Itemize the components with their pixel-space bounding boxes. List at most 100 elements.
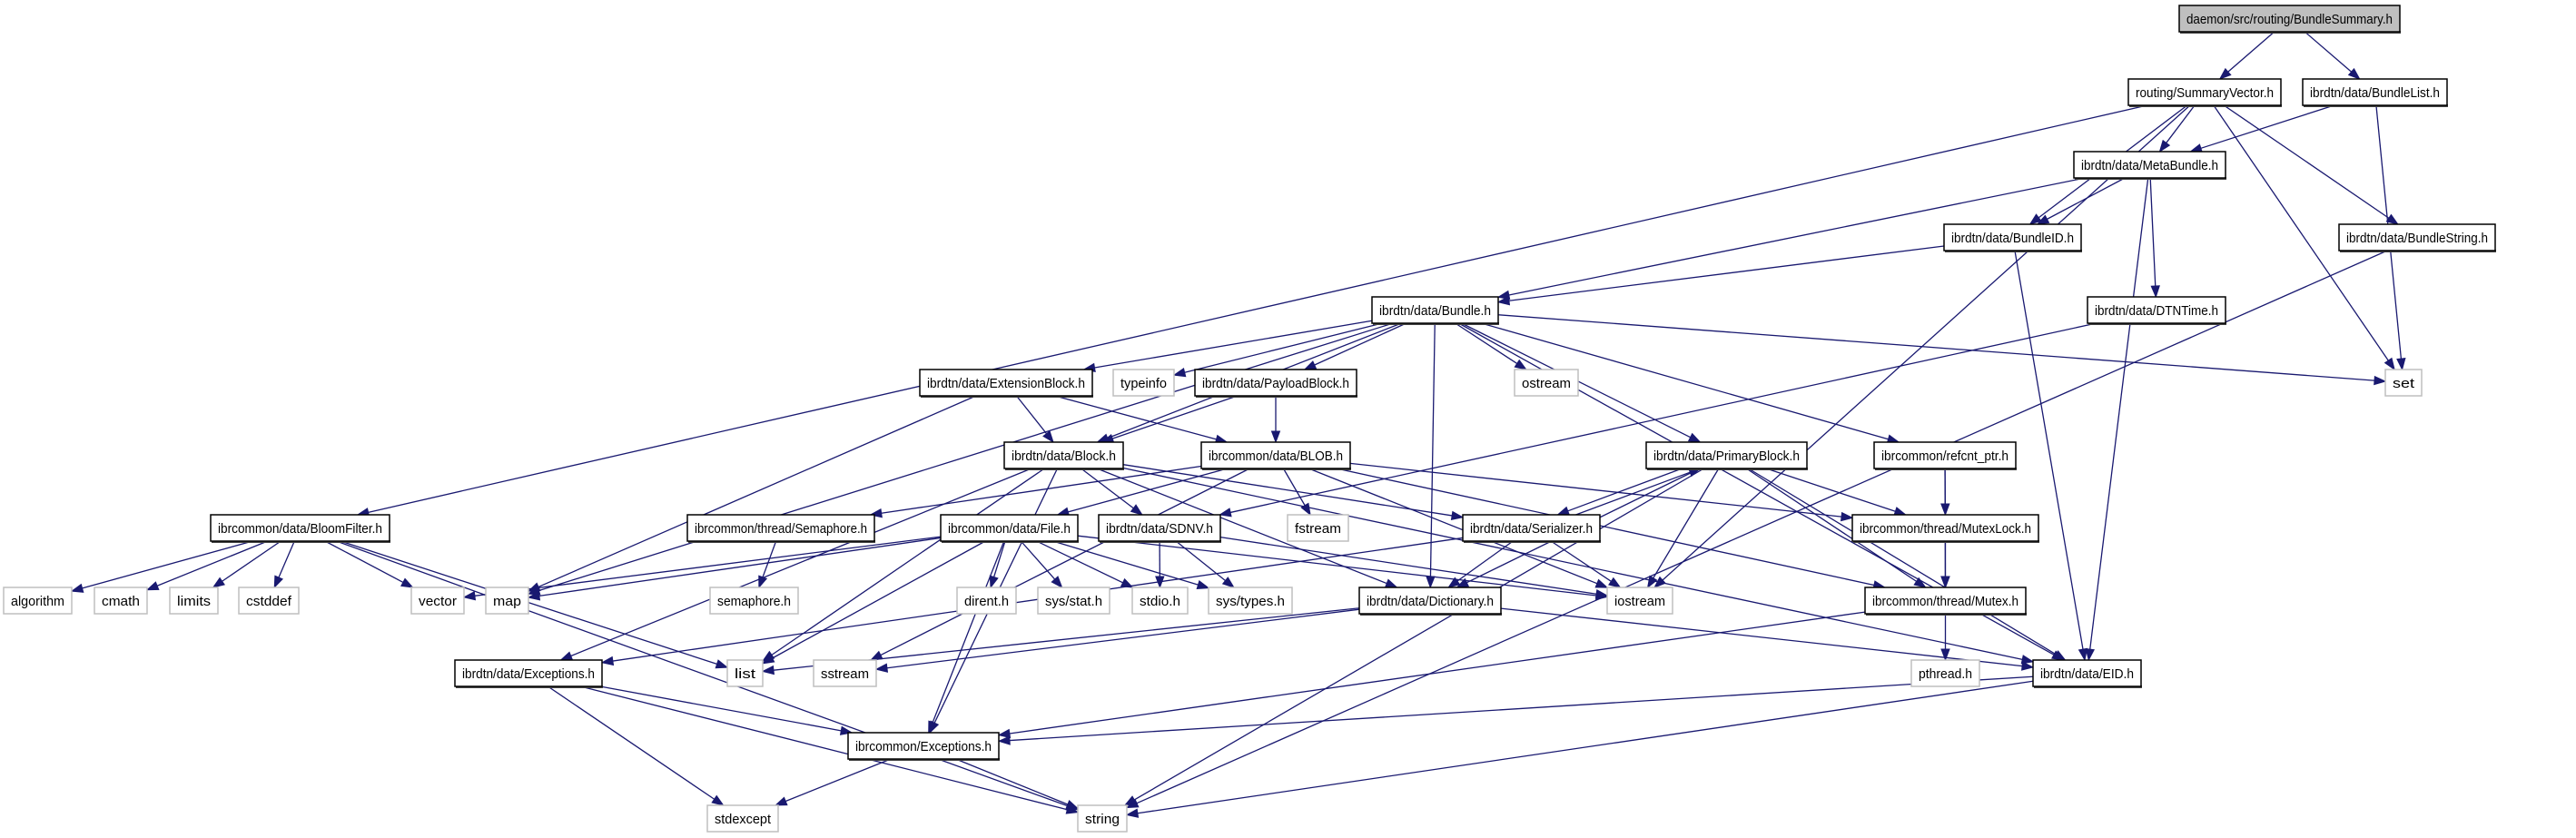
node-set: set [2384, 369, 2423, 397]
arrowhead-icon [400, 577, 414, 588]
edge-line [1219, 536, 1597, 595]
node-ibrcommon-thread-mutexlock-h[interactable]: ibrcommon/thread/MutexLock.h [1851, 514, 2039, 543]
edge-line [1009, 675, 2034, 742]
node-box [956, 587, 1017, 615]
node-ibrcommon-thread-mutex-h[interactable]: ibrcommon/thread/Mutex.h [1864, 587, 2027, 616]
node-daemon-src-routing-bundlesummary-h[interactable]: daemon/src/routing/BundleSummary.h [2178, 5, 2401, 34]
node-ibrcommon-data-bloomfilter-h[interactable]: ibrcommon/data/BloomFilter.h [210, 514, 390, 543]
node-box [2302, 78, 2448, 106]
edge-file-to-systypes [1052, 540, 1210, 590]
edge-file-to-sysstat [1020, 540, 1063, 589]
node-ibrdtn-data-exceptions-h[interactable]: ibrdtn/data/Exceptions.h [454, 659, 603, 688]
edge-line [1336, 468, 1875, 587]
arrowhead-icon [997, 728, 1012, 739]
edge-line [1111, 395, 1238, 439]
arrowhead-icon [1384, 578, 1398, 588]
node-cmath: cmath [94, 587, 148, 615]
node-ibrcommon-data-file-h[interactable]: ibrcommon/data/File.h [940, 514, 1079, 543]
arrowhead-icon [1940, 576, 1950, 589]
node-box [169, 587, 219, 615]
edge-line [762, 540, 777, 577]
arrowhead-icon [1065, 799, 1080, 810]
node-box [1864, 587, 2027, 615]
node-typeinfo: typeinfo [1112, 369, 1175, 397]
edge-ext-to-map [527, 395, 977, 592]
node-limits: limits [169, 587, 219, 615]
node-label: ibrcommon/thread/Mutex.h [1872, 594, 2018, 609]
node-ibrdtn-data-dtntime-h[interactable]: ibrdtn/data/DTNTime.h [2087, 296, 2226, 325]
arrowhead-icon [874, 663, 889, 673]
node-label: ibrdtn/data/BundleList.h [2310, 85, 2440, 101]
node-label: ibrdtn/data/Dictionary.h [1367, 594, 1494, 609]
node-box [1194, 369, 1357, 397]
node-box [1037, 587, 1110, 615]
node-ibrdtn-data-primaryblock-h[interactable]: ibrdtn/data/PrimaryBlock.h [1645, 441, 1808, 470]
edge-primary-to-iostream [1646, 468, 1720, 589]
node-ibrdtn-data-extensionblock-h[interactable]: ibrdtn/data/ExtensionBlock.h [919, 369, 1093, 398]
edge-block-to-dict [1096, 468, 1398, 588]
node-box [1645, 441, 1808, 469]
node-ostream: ostream [1514, 369, 1579, 397]
arrowhead-icon [1447, 577, 1461, 588]
edge-line [881, 465, 1202, 514]
edge-line [1455, 322, 1518, 364]
edge-line [2200, 104, 2334, 149]
node-ibrdtn-data-dictionary-h[interactable]: ibrdtn/data/Dictionary.h [1358, 587, 1502, 616]
edge-line [1653, 468, 1720, 579]
edge-line [785, 758, 892, 803]
node-fstream: fstream [1287, 514, 1349, 542]
node-ibrdtn-data-bundlelist-h[interactable]: ibrdtn/data/BundleList.h [2302, 78, 2448, 107]
arrowhead-icon [761, 654, 775, 665]
edge-line [1081, 468, 1134, 509]
node-routing-summaryvector-h[interactable]: routing/SummaryVector.h [2127, 78, 2282, 107]
node-box [1910, 659, 1980, 687]
node-label: stdexcept [715, 812, 772, 827]
node-box [1358, 587, 1502, 615]
arrowhead-icon [1123, 795, 1138, 806]
arrowhead-icon [1893, 507, 1908, 517]
node-label: ibrdtn/data/BundleString.h [2346, 231, 2488, 246]
edge-line [886, 608, 1360, 669]
arrowhead-icon [761, 665, 775, 675]
edge-sdnv-to-stdio [1155, 540, 1165, 589]
arrowhead-icon [1426, 576, 1436, 589]
edge-eid-to-string [1125, 680, 2034, 818]
node-box [1077, 804, 1128, 833]
node-ibrcommon-thread-semaphore-h[interactable]: ibrcommon/thread/Semaphore.h [686, 514, 875, 543]
node-ibrdtn-data-serializer-h[interactable]: ibrdtn/data/Serializer.h [1462, 514, 1601, 543]
node-ibrcommon-data-blob-h[interactable]: ibrcommon/data/BLOB.h [1200, 441, 1351, 470]
edge-bundle-to-dict [1426, 322, 1436, 589]
node-ibrcommon-exceptions-h[interactable]: ibrcommon/Exceptions.h [847, 732, 1000, 761]
edge-line [1229, 322, 2097, 514]
node-ibrdtn-data-metabundle-h[interactable]: ibrdtn/data/MetaBundle.h [2073, 151, 2226, 180]
edge-ser-to-iostream [1550, 540, 1622, 588]
node-ibrdtn-data-bundleid-h[interactable]: ibrdtn/data/BundleID.h [1943, 223, 2082, 252]
node-ibrdtn-data-eid-h[interactable]: ibrdtn/data/EID.h [2032, 659, 2142, 688]
edge-line [474, 536, 942, 596]
node-box [2127, 78, 2282, 106]
edge-blob-to-mutex [1336, 468, 1887, 590]
edge-line [1575, 471, 1691, 516]
edge-mb-to-dtn [2149, 177, 2160, 299]
node-ibrcommon-refcnt-ptr-h[interactable]: ibrcommon/refcnt_ptr.h [1873, 441, 2017, 470]
node-ibrdtn-data-bundlestring-h[interactable]: ibrdtn/data/BundleString.h [2338, 223, 2496, 252]
edge-block-to-ser [1122, 464, 1465, 521]
node-ibrdtn-data-bundle-h[interactable]: ibrdtn/data/Bundle.h [1371, 296, 1499, 325]
node-label: ibrcommon/data/File.h [948, 521, 1071, 537]
arrowhead-icon [2078, 647, 2088, 662]
arrowhead-icon [600, 656, 615, 666]
node-box [1943, 223, 2082, 251]
node-ibrdtn-data-payloadblock-h[interactable]: ibrdtn/data/PayloadBlock.h [1194, 369, 1357, 398]
arrowhead-icon [1646, 575, 1658, 589]
edge-bloom-to-cmath [145, 540, 268, 591]
node-label: ibrdtn/data/Exceptions.h [462, 666, 595, 682]
arrowhead-icon [758, 575, 768, 589]
node-box [1098, 514, 1221, 542]
node-ibrdtn-data-sdnv-h[interactable]: ibrdtn/data/SDNV.h [1098, 514, 1221, 543]
edge-line [538, 395, 977, 588]
edge-line [1748, 468, 2057, 656]
arrowhead-icon [1300, 502, 1311, 517]
node-box [1851, 514, 2039, 542]
node-ibrdtn-data-block-h[interactable]: ibrdtn/data/Block.h [1003, 441, 1124, 470]
edge-block-to-sdnv [1081, 468, 1144, 516]
